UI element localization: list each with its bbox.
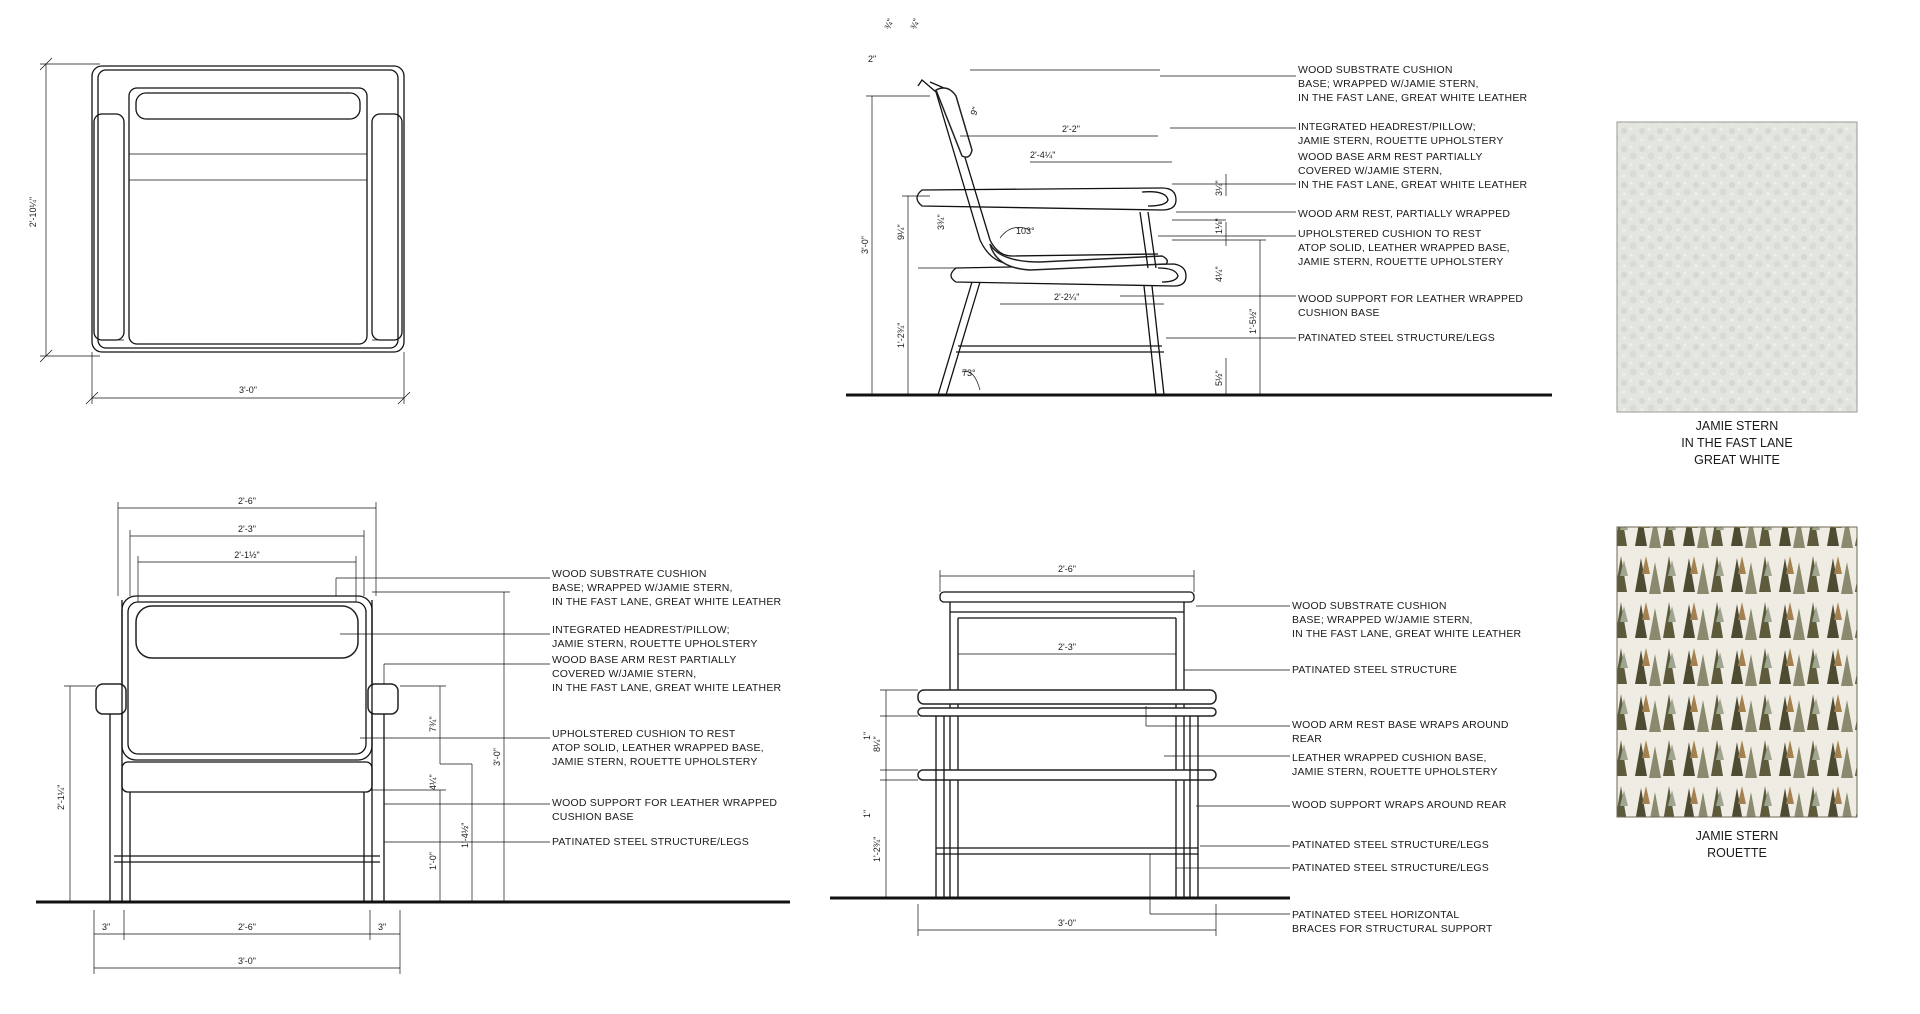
side-dim-two-in: 2" <box>868 54 876 64</box>
side-dim-2-2: 2'-2" <box>1062 124 1080 134</box>
swatch-rouette-texture <box>1616 526 1858 818</box>
side-dim-angle-73: 73° <box>962 368 976 378</box>
rear-note-steel-legs-a: PATINATED STEEL STRUCTURE/LEGS <box>1292 839 1489 851</box>
front-dim-h-30: 3'-0" <box>492 748 502 766</box>
rear-dim-one-b: 1" <box>862 810 872 818</box>
rear-dim-h-12: 1'-2¾" <box>872 837 882 862</box>
front-dim-h-14: 1'-4½" <box>460 823 470 848</box>
side-dim-1-8: 1⅛" <box>1214 218 1224 234</box>
rear-elevation-view: 2'-6" 2'-3" 1" 8¼" 1" 1'-2¾" 3'-0" <box>830 564 1290 936</box>
side-dim-2-4: 2'-4¼" <box>1030 150 1055 160</box>
side-elevation-view: ¾" ¾" 2" 9" 2'-2" 2'-4¼" 3¼" 9¼" 3¾" 103… <box>846 17 1552 397</box>
side-dim-1-5: 1'-5½" <box>1248 309 1258 334</box>
front-dim-h-44: 4¼" <box>428 774 438 790</box>
front-note-steel-legs: PATINATED STEEL STRUCTURE/LEGS <box>552 836 749 848</box>
side-dim-9-4: 9¼" <box>896 224 906 240</box>
front-dim-b-26: 2'-6" <box>238 922 256 932</box>
rear-note-steel-legs-b: PATINATED STEEL STRUCTURE/LEGS <box>1292 862 1489 874</box>
rear-dim-w-26: 2'-6" <box>1058 564 1076 574</box>
front-dim-b-30: 3'-0" <box>238 956 256 966</box>
rear-dim-h-84: 8¼" <box>872 736 882 752</box>
side-note-steel-legs: PATINATED STEEL STRUCTURE/LEGS <box>1298 332 1495 344</box>
front-dim-w-23: 2'-3" <box>238 524 256 534</box>
front-dim-h-21: 2'-1¼" <box>56 785 66 810</box>
side-dim-2-2-4: 2'-2¼" <box>1054 292 1079 302</box>
side-note-headrest: INTEGRATED HEADREST/PILLOW;JAMIE STERN, … <box>1298 121 1504 147</box>
front-dim-h-74: 7¾" <box>428 716 438 732</box>
rear-note-cushion-base-leather: LEATHER WRAPPED CUSHION BASE,JAMIE STERN… <box>1292 752 1498 778</box>
side-dim-angle-103: 103° <box>1016 226 1035 236</box>
side-dim-3-4: 3¼" <box>1214 180 1224 196</box>
front-dim-h-10: 1'-0" <box>428 852 438 870</box>
front-dim-w-26: 2'-6" <box>238 496 256 506</box>
side-dim-nine-in: 9" <box>968 106 980 117</box>
swatch-great-white-texture <box>1616 121 1858 413</box>
rear-dim-w-23: 2'-3" <box>1058 642 1076 652</box>
rear-dim-w-30: 3'-0" <box>1058 918 1076 928</box>
front-dim-w-21: 2'-1½" <box>234 550 259 560</box>
side-dim-h-30: 3'-0" <box>860 236 870 254</box>
side-dim-top-b: ¾" <box>908 17 921 30</box>
rear-note-steel-structure: PATINATED STEEL STRUCTURE <box>1292 664 1458 676</box>
side-dim-4-1: 4¼" <box>1214 266 1224 282</box>
top-plan-view: 2'-10¼" 3'-0" <box>28 57 411 405</box>
rear-note-wood-support: WOOD SUPPORT WRAPS AROUND REAR <box>1292 799 1507 811</box>
side-dim-5: 5½" <box>1214 370 1224 386</box>
side-dim-top-a: ¾" <box>882 17 895 30</box>
plan-depth-dim: 2'-10¼" <box>28 197 38 227</box>
side-note-arm-rest: WOOD ARM REST, PARTIALLY WRAPPED <box>1298 208 1511 220</box>
front-elevation-view: 2'-6" 2'-3" 2'-1½" 7¾" 3'-0" 4¼" 1'-4½" … <box>36 496 790 974</box>
side-dim-3-34: 3¾" <box>936 214 946 230</box>
plan-width-dim: 3'-0" <box>239 385 257 395</box>
front-note-headrest: INTEGRATED HEADREST/PILLOW;JAMIE STERN, … <box>552 624 758 650</box>
rear-dim-one-a: 1" <box>862 732 872 740</box>
front-dim-b-3a: 3" <box>102 922 110 932</box>
side-dim-1-2: 1'-2¾" <box>896 323 906 348</box>
front-dim-b-3b: 3" <box>378 922 386 932</box>
